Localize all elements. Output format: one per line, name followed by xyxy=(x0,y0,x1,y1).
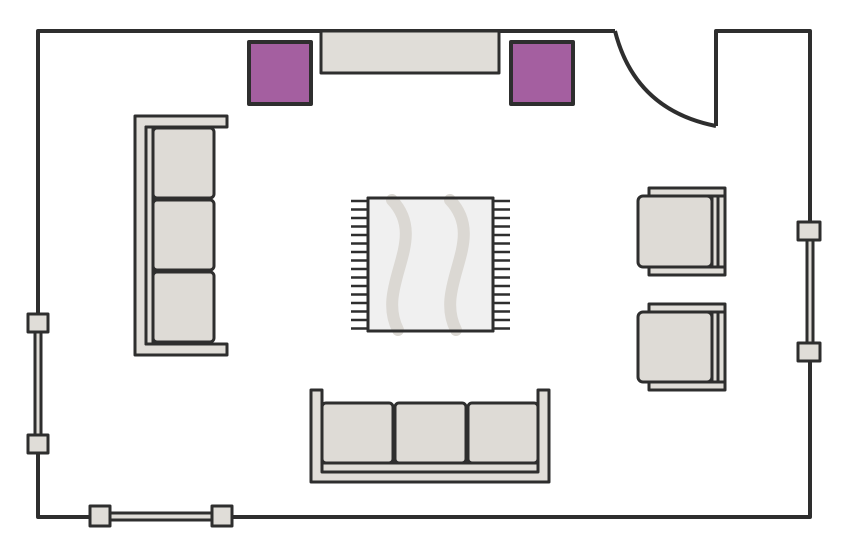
sofa-left[interactable] xyxy=(133,114,229,357)
window-left xyxy=(26,312,50,455)
armchair-bottom[interactable] xyxy=(636,302,727,392)
end-table-right xyxy=(509,40,575,106)
end-table-left xyxy=(247,40,313,106)
tv-console xyxy=(319,29,501,75)
sofa-bottom-cushion xyxy=(320,401,395,465)
window-bottom xyxy=(88,504,234,528)
sofa-bottom[interactable] xyxy=(309,388,551,484)
armchair-top[interactable] xyxy=(636,186,727,277)
area-rug xyxy=(351,194,510,336)
sofa-left-cushion xyxy=(151,198,216,272)
sofa-left-cushion xyxy=(151,126,216,200)
sofa-bottom-cushion xyxy=(466,401,540,465)
window-right xyxy=(796,220,822,363)
sofa-bottom-cushion xyxy=(393,401,468,465)
sofa-left-cushion xyxy=(151,270,216,344)
room-walls xyxy=(36,29,812,519)
entry-door[interactable] xyxy=(613,30,717,128)
